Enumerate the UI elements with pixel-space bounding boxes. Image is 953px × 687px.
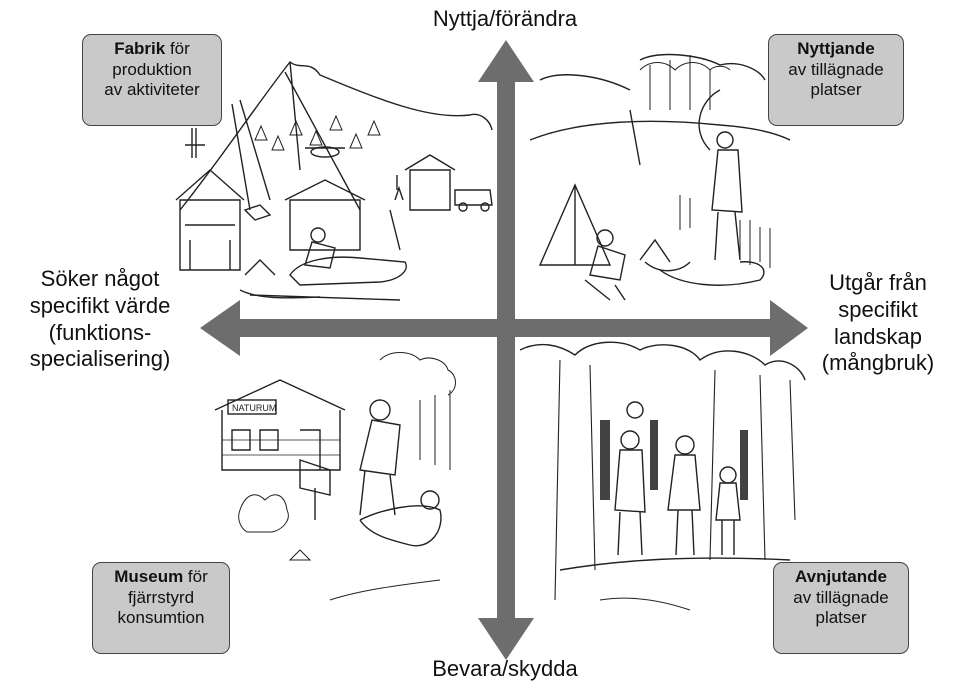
axis-label-left-line: Söker något — [40, 266, 160, 291]
arrow-left-head — [200, 300, 240, 356]
box-title-rest: för — [165, 39, 190, 58]
arrow-up-head — [478, 40, 534, 82]
axis-label-left-line: (funktions- — [48, 319, 152, 345]
axis-label-left: Söker något specifikt värde (funktions- … — [0, 266, 200, 373]
camping-fishing-illustration — [529, 53, 791, 301]
box-title-bold: Fabrik — [114, 39, 166, 58]
axis-label-right-line: (mångbruk) — [821, 350, 935, 376]
quadrant-box-fabrik: Fabrik för produktion av aktiviteter — [82, 34, 222, 126]
axis-label-left-line: specialisering) — [29, 346, 171, 372]
box-title-line: Avnjutande — [780, 567, 902, 588]
quadrant-box-avnjutande: Avnjutande av tillägnade platser — [773, 562, 909, 654]
quadrant-box-museum: Museum för fjärrstyrd konsumtion — [92, 562, 230, 654]
box-title-line: Fabrik för — [89, 39, 215, 60]
box-title-bold: Avnjutande — [795, 567, 887, 586]
axis-label-right-line: Utgår från — [829, 270, 927, 295]
box-line: av tillägnade — [788, 59, 884, 79]
quadrant-box-nyttjande: Nyttjande av tillägnade platser — [768, 34, 904, 126]
box-title-rest: för — [183, 567, 208, 586]
forest-walk-illustration — [519, 341, 806, 611]
axis-label-bottom: Bevara/skydda — [432, 656, 578, 681]
nature-center-illustration: NATURUM — [214, 352, 456, 601]
axis-arrows — [200, 40, 808, 660]
ski-resort-illustration — [175, 61, 493, 301]
arrow-down-head — [478, 618, 534, 660]
axis-label-right-line: landskap — [833, 323, 923, 349]
box-line: produktion — [112, 59, 192, 79]
box-line: konsumtion — [117, 608, 205, 628]
box-line: platser — [815, 608, 867, 628]
axis-label-right: Utgår från specifikt landskap (mångbruk) — [805, 270, 951, 377]
box-line: av tillägnade — [793, 587, 889, 607]
axis-label-top: Nyttja/förändra — [432, 6, 578, 31]
box-title-line: Nyttjande — [775, 39, 897, 60]
horizontal-axis-shaft — [235, 319, 775, 337]
arrow-right-head — [770, 300, 808, 356]
naturum-sign-text: NATURUM — [232, 403, 276, 413]
box-line: platser — [810, 80, 862, 100]
vertical-axis-shaft — [497, 78, 515, 622]
box-title-bold: Museum — [114, 567, 184, 586]
axis-label-right-line: specifikt — [838, 296, 918, 322]
axis-label-left-line: specifikt värde — [29, 292, 171, 318]
box-line: fjärrstyrd — [127, 587, 195, 607]
box-title-line: Museum för — [99, 567, 223, 588]
box-line: av aktiviteter — [104, 80, 200, 100]
box-title-bold: Nyttjande — [797, 39, 875, 58]
